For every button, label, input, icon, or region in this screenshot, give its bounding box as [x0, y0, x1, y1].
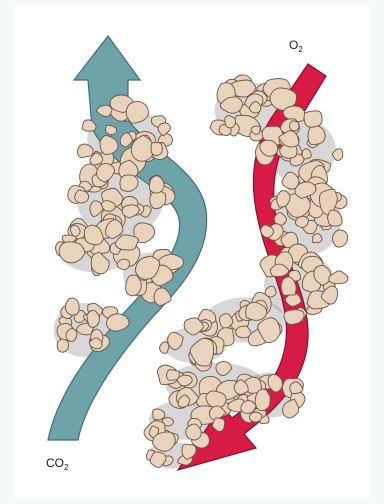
- soil-particle: [250, 412, 262, 422]
- soil-particle: [225, 116, 236, 128]
- soil-particle: [304, 111, 322, 127]
- soil-particle: [149, 176, 164, 193]
- soil-particle: [295, 216, 308, 227]
- soil-particle: [126, 275, 142, 296]
- soil-particle: [75, 190, 89, 203]
- soil-particle: [151, 143, 162, 156]
- oxygen-label: O2: [289, 39, 303, 54]
- carbon-dioxide-label: CO2: [46, 457, 68, 472]
- soil-particle: [117, 259, 129, 270]
- soil-particle: [255, 389, 270, 411]
- soil-particle: [177, 375, 192, 386]
- soil-particle: [57, 339, 68, 352]
- soil-particle: [186, 424, 202, 440]
- soil-particle: [65, 298, 79, 315]
- soil-particle: [313, 234, 322, 243]
- soil-particle: [289, 121, 298, 131]
- soil-particle: [160, 342, 169, 353]
- soil-particle: [153, 432, 176, 451]
- soil-particle: [87, 310, 100, 327]
- soil-particle: [120, 175, 138, 191]
- soil-particle: [150, 191, 166, 209]
- soil-particle: [333, 230, 348, 247]
